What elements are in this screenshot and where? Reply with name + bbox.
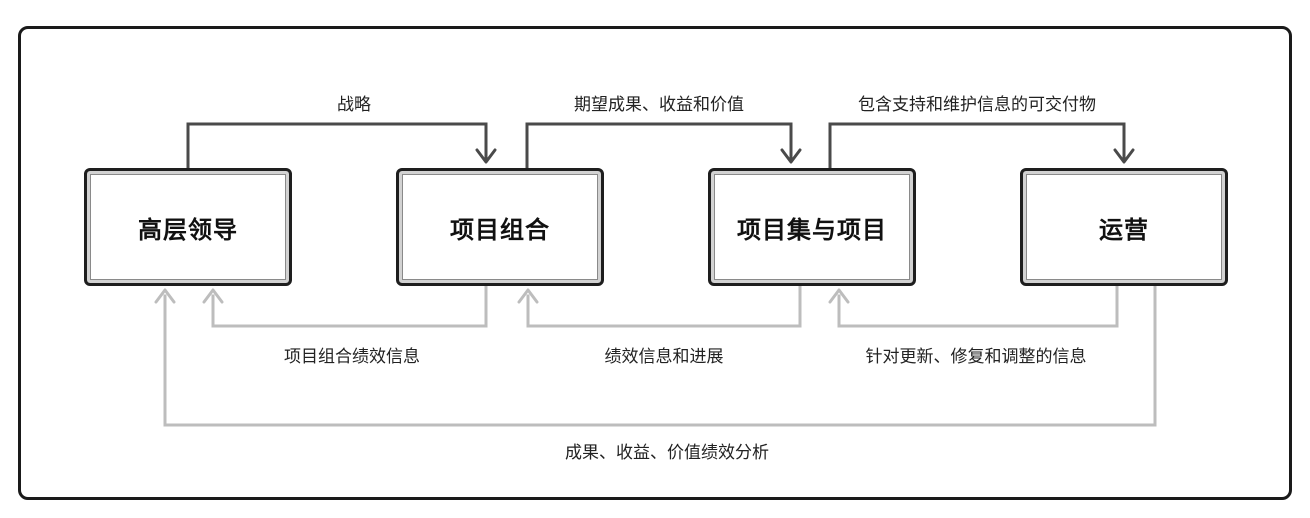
arrowhead-expected-outcomes: [780, 148, 802, 164]
arrowhead-portfolio-performance: [202, 288, 224, 304]
node-operations-label: 运营: [1099, 215, 1149, 244]
arrow-update-fix-adjust: [837, 285, 1119, 328]
label-deliverables: 包含支持和维护信息的可交付物: [858, 95, 1096, 115]
arrowhead-deliverables: [1113, 148, 1135, 164]
label-performance-progress: 绩效信息和进展: [604, 347, 724, 367]
arrowhead-strategy: [475, 148, 497, 164]
arrowhead-outcome-analysis: [154, 288, 176, 304]
arrowhead-performance-progress: [517, 288, 539, 304]
node-programs-projects: 项目集与项目: [708, 168, 916, 286]
arrowhead-update-fix-adjust: [828, 288, 850, 304]
node-portfolio: 项目组合: [396, 168, 604, 286]
node-operations: 运营: [1020, 168, 1228, 286]
arrow-performance-progress: [526, 285, 802, 328]
arrow-expected-outcomes: [525, 122, 793, 170]
node-portfolio-label: 项目组合: [450, 215, 550, 244]
arrow-strategy: [186, 122, 488, 170]
label-update-fix-adjust: 针对更新、修复和调整的信息: [865, 347, 1087, 367]
arrow-outcome-analysis: [163, 285, 1157, 427]
node-leadership-label: 高层领导: [138, 215, 238, 244]
node-leadership: 高层领导: [84, 168, 292, 286]
arrow-portfolio-performance: [211, 285, 488, 328]
label-outcome-analysis: 成果、收益、价值绩效分析: [565, 443, 769, 463]
arrow-deliverables: [828, 122, 1126, 170]
label-strategy: 战略: [337, 95, 371, 115]
label-expected-outcomes: 期望成果、收益和价值: [574, 95, 744, 115]
node-programs-projects-label: 项目集与项目: [737, 215, 887, 244]
label-portfolio-performance: 项目组合绩效信息: [284, 347, 420, 367]
